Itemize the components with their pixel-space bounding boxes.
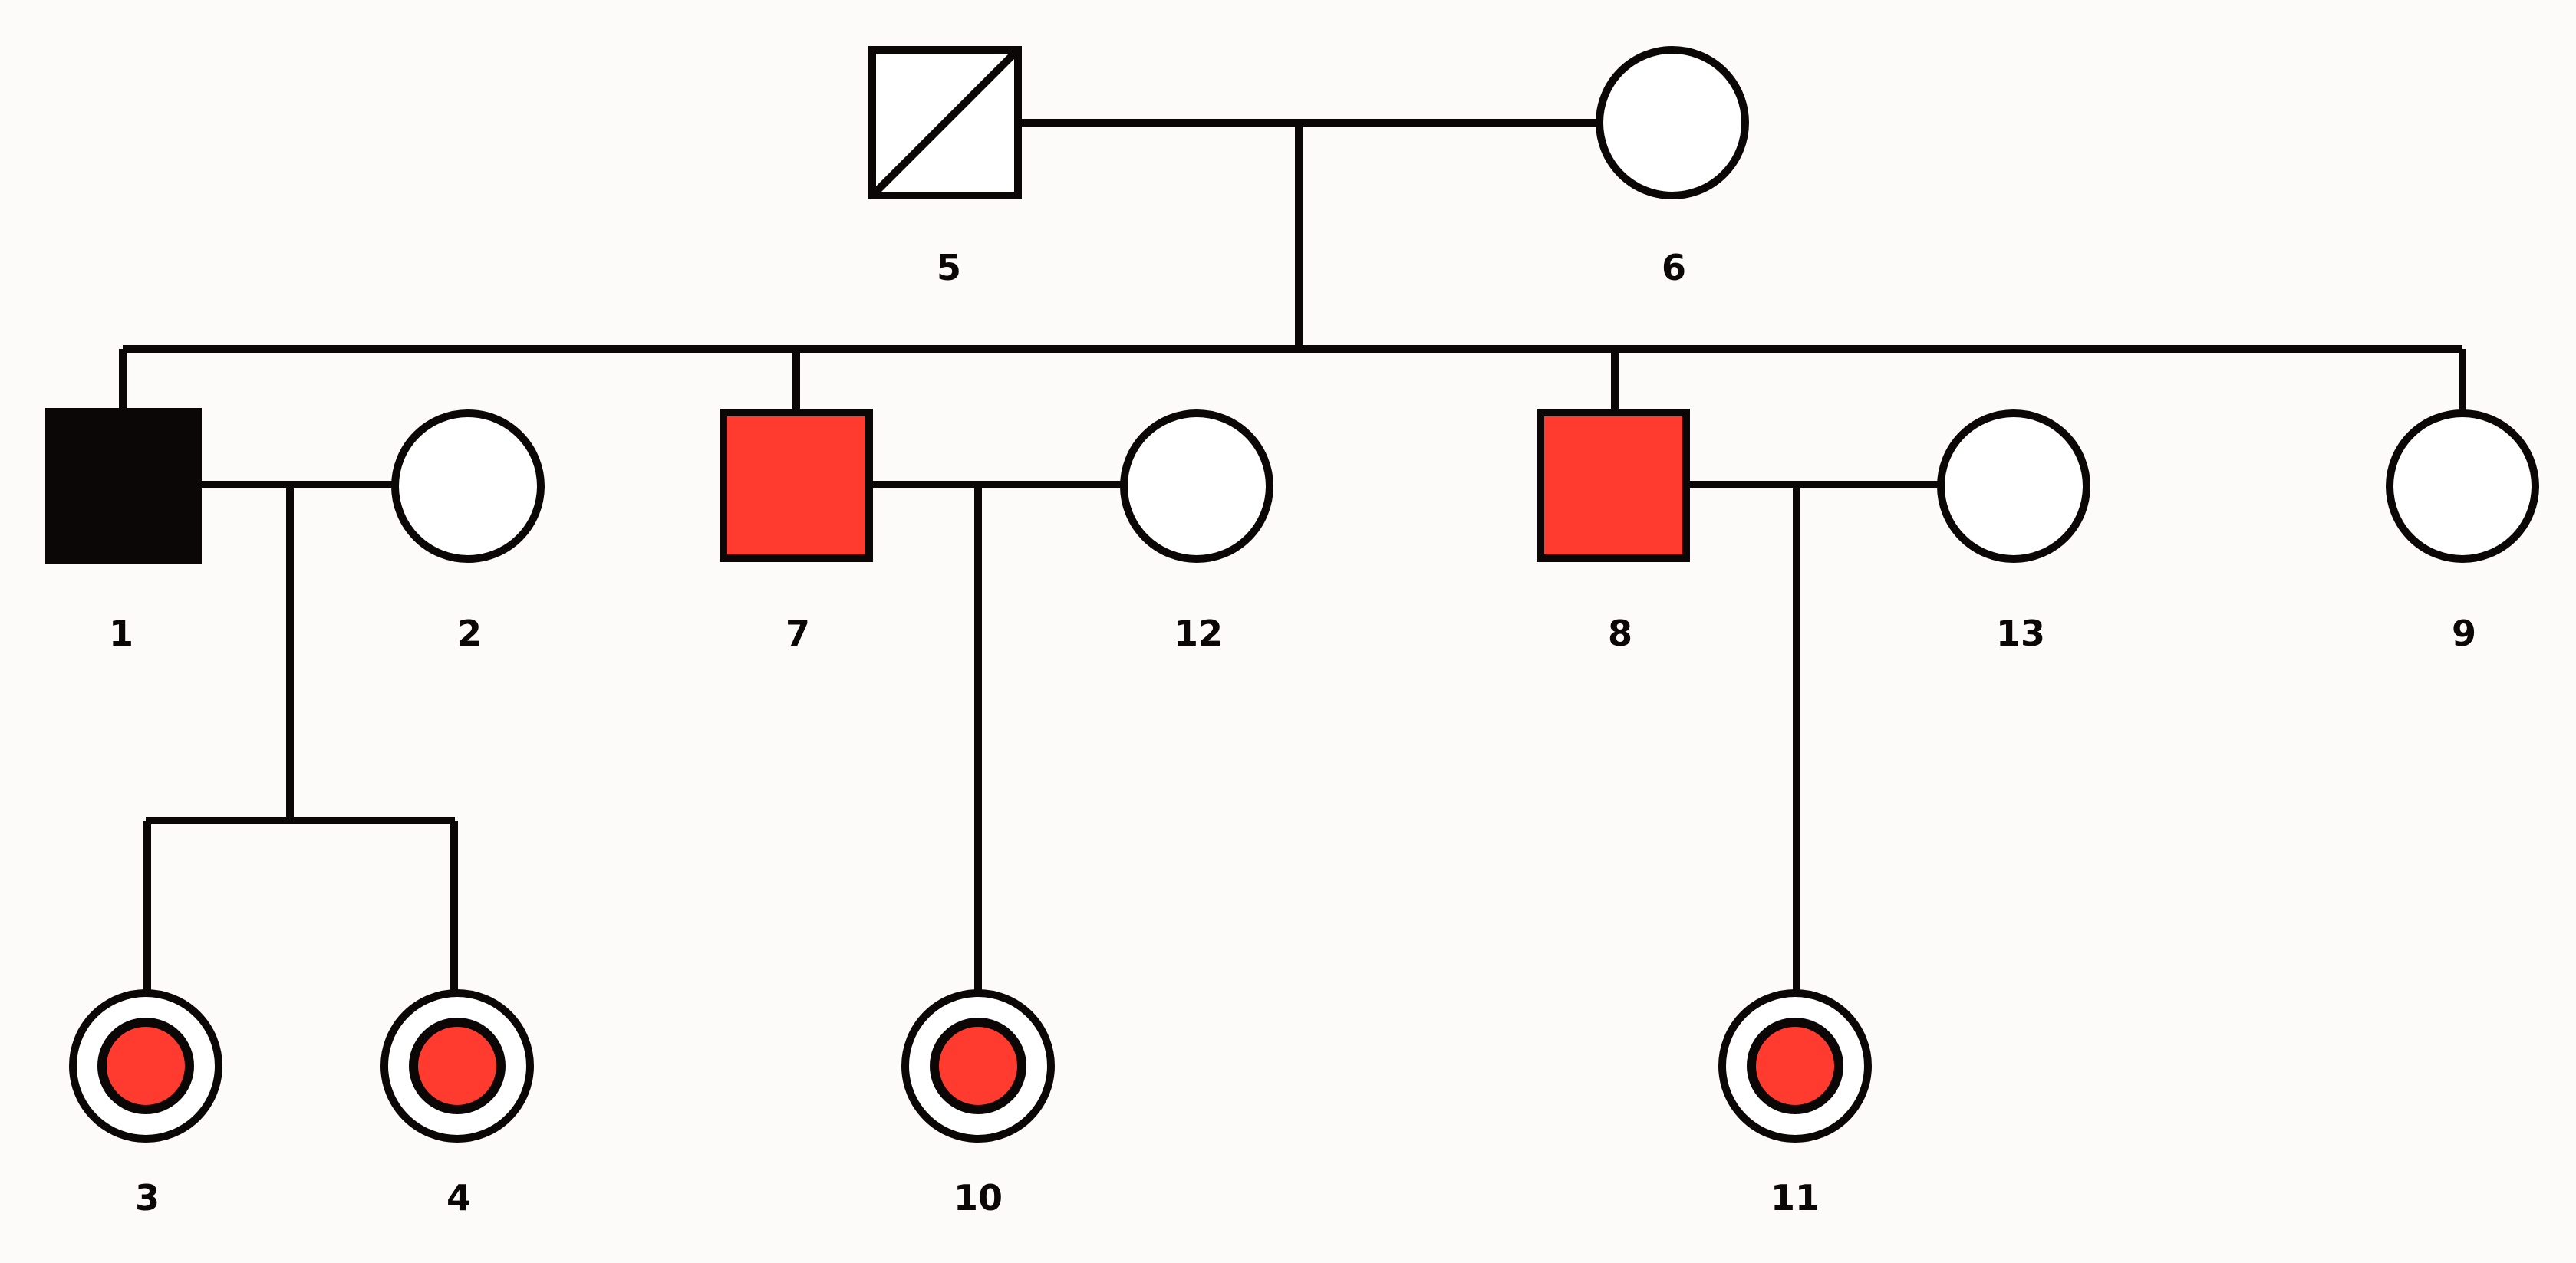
affected-red-inner-dot: [930, 1018, 1026, 1114]
individual-label-4: 4: [446, 1177, 471, 1219]
female-unaffected-symbol: [391, 409, 545, 563]
male-affected-red-symbol: [1537, 409, 1690, 562]
individual-label-1: 1: [109, 613, 133, 654]
female-unaffected-symbol: [2386, 409, 2539, 563]
individual-7: 7: [720, 409, 873, 654]
individual-label-11: 11: [1771, 1177, 1820, 1219]
individual-label-13: 13: [1996, 613, 2045, 654]
male-affected-red-symbol: [720, 409, 873, 562]
individual-label-5: 5: [937, 247, 961, 288]
individual-label-2: 2: [457, 613, 482, 654]
individual-9: 9: [2386, 409, 2539, 654]
female-unaffected-symbol: [1120, 409, 1273, 563]
individual-label-6: 6: [1662, 247, 1686, 288]
affected-red-inner-dot: [97, 1018, 194, 1114]
individual-label-7: 7: [786, 613, 810, 654]
individual-8: 8: [1537, 409, 1690, 654]
deceased-slash: [873, 51, 1017, 195]
individual-11: 11: [1718, 989, 1872, 1219]
female-unaffected-symbol: [1596, 46, 1749, 199]
affected-red-inner-dot: [1747, 1018, 1843, 1114]
individual-12: 12: [1120, 409, 1273, 654]
individual-label-8: 8: [1608, 613, 1632, 654]
individual-10: 10: [901, 989, 1055, 1219]
individual-13: 13: [1937, 409, 2090, 654]
individual-3: 3: [69, 989, 222, 1219]
individual-2: 2: [391, 409, 545, 654]
individual-label-9: 9: [2452, 613, 2476, 654]
individual-label-10: 10: [954, 1177, 1003, 1219]
female-unaffected-symbol: [1937, 409, 2090, 563]
individual-label-12: 12: [1174, 613, 1223, 654]
individual-1: 1: [45, 408, 202, 654]
individual-6: 6: [1596, 46, 1749, 288]
pedigree-lines: [119, 119, 2466, 993]
individual-label-3: 3: [135, 1177, 160, 1219]
individual-4: 4: [380, 989, 534, 1219]
affected-red-inner-dot: [409, 1018, 506, 1114]
male-affected-black-symbol: [45, 408, 202, 564]
individual-5: 5: [868, 46, 1022, 288]
